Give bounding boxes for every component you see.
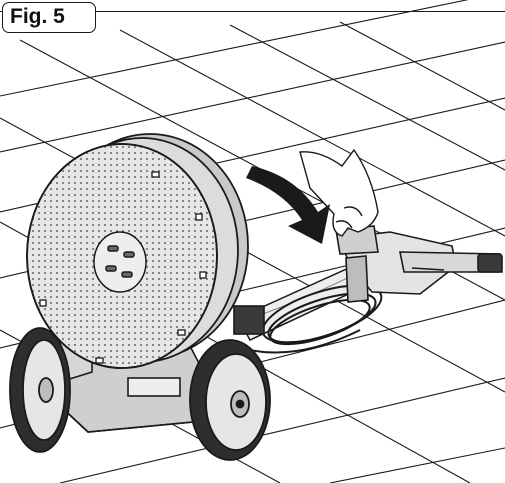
- right-wheel: [189, 339, 271, 461]
- curved-arrow-icon: [246, 166, 330, 244]
- cable-coil: [249, 284, 383, 354]
- figure-label: Fig. 5: [2, 2, 96, 33]
- hand: [299, 148, 379, 237]
- handle-head: [335, 225, 503, 303]
- top-rule: [0, 11, 505, 12]
- left-wheel: [9, 327, 71, 453]
- pad-hub: [93, 231, 147, 293]
